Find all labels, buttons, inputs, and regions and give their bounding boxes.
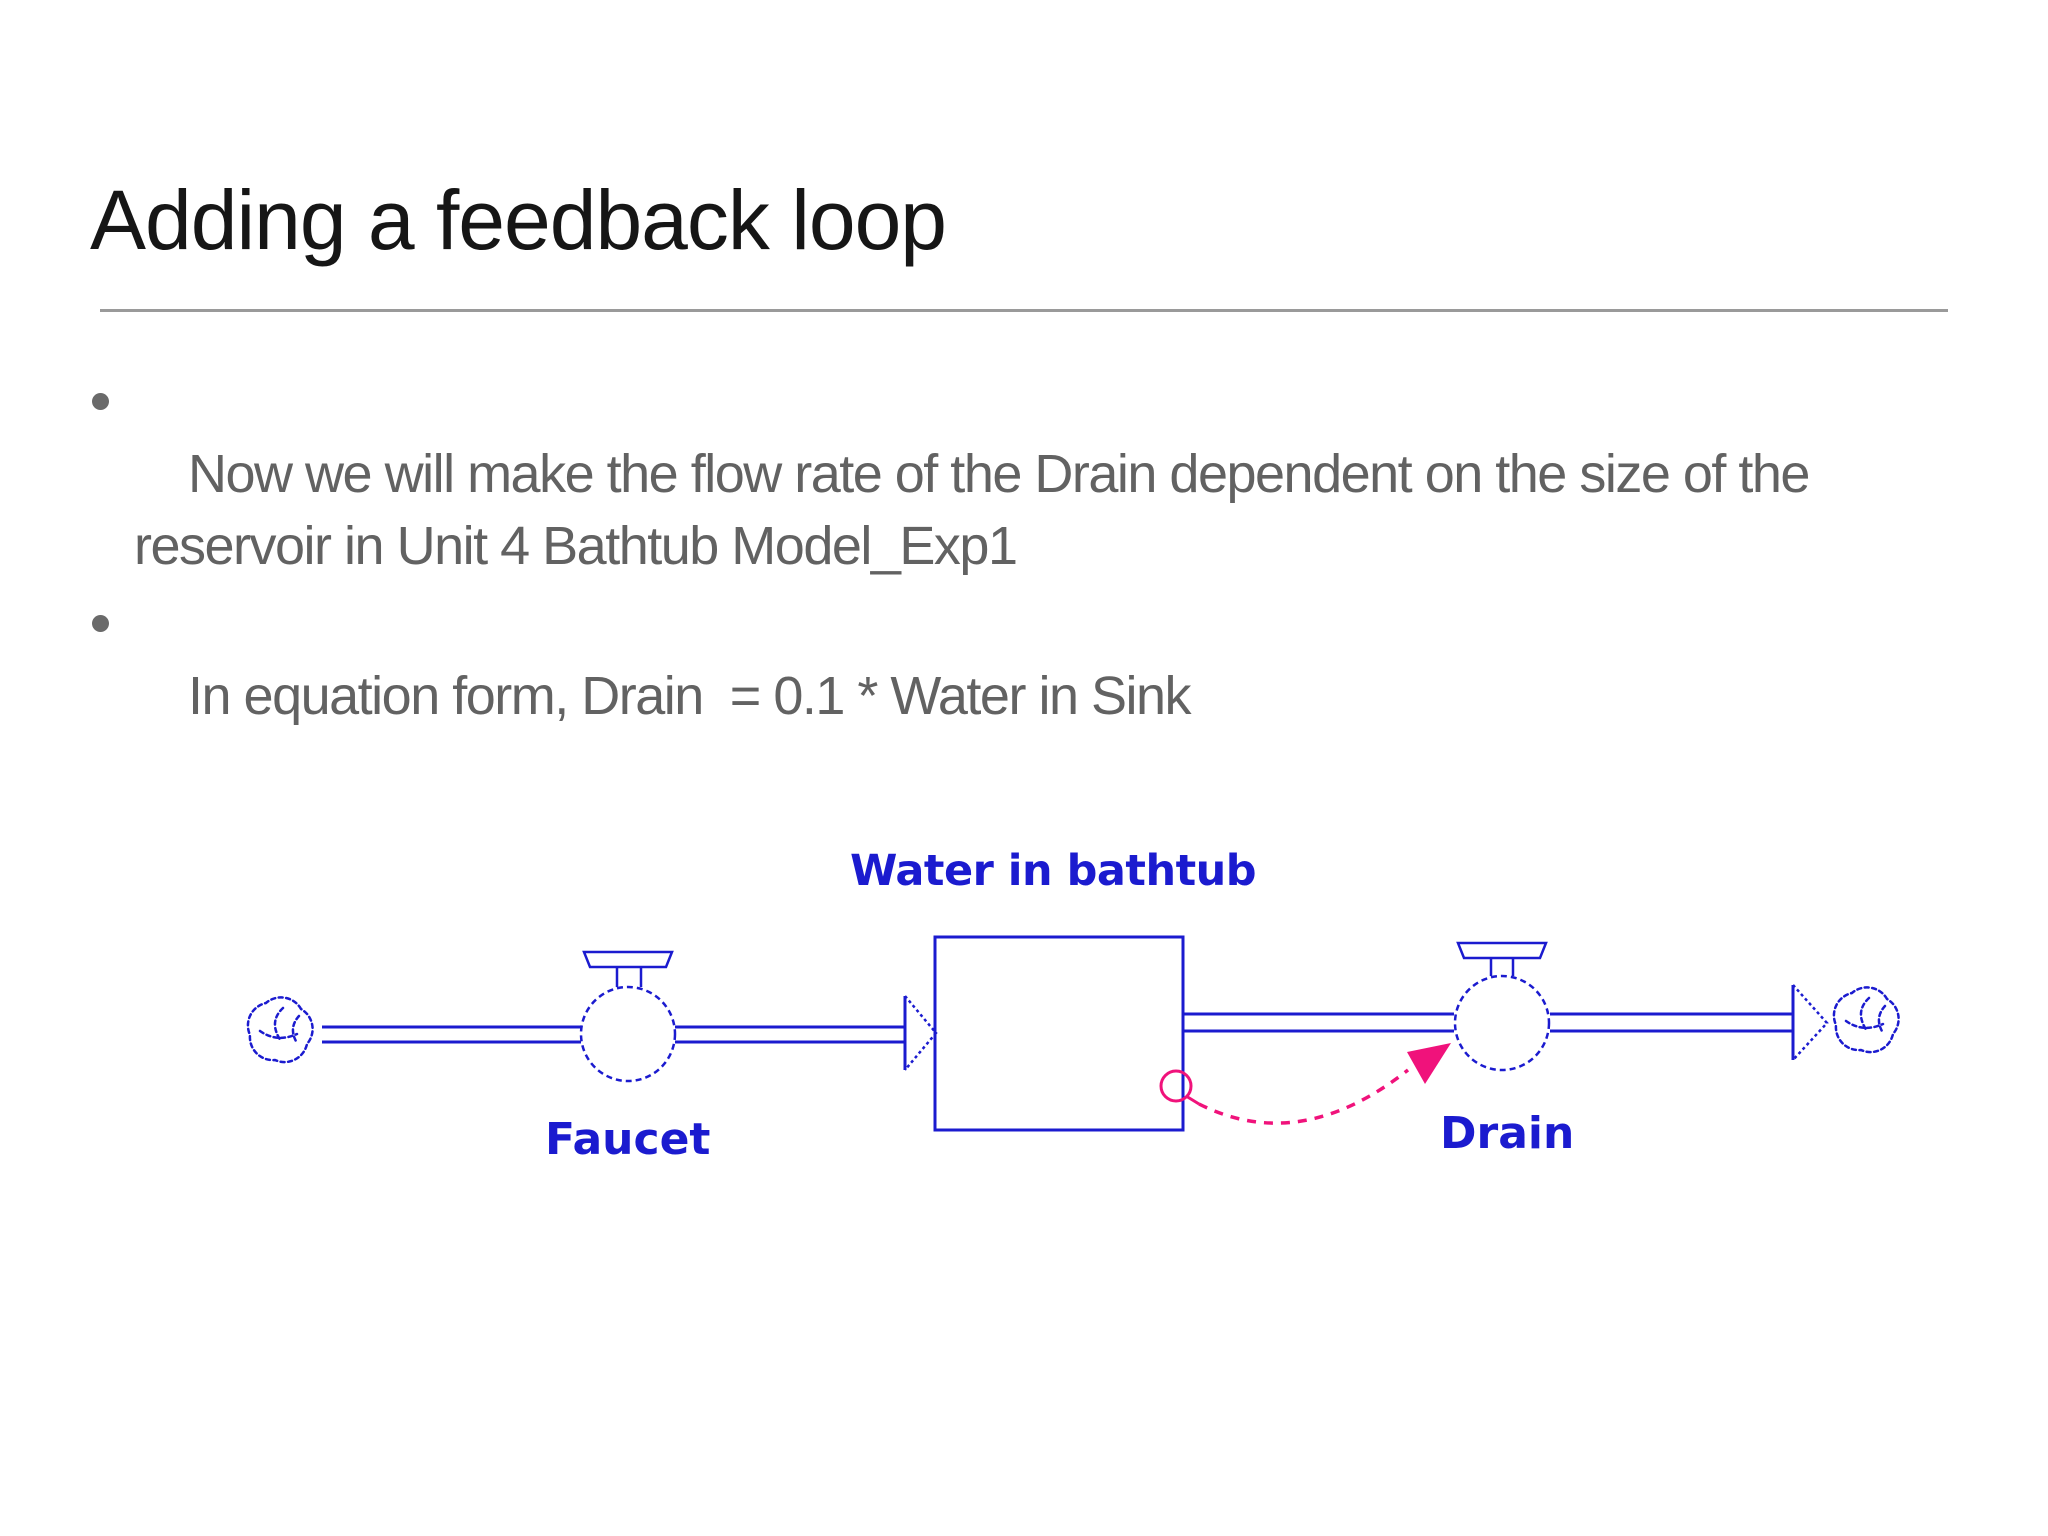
faucet-label: Faucet [545,1114,711,1165]
outflow-pipe [1550,1012,1793,1033]
source-cloud-icon [246,996,314,1064]
outflow-pipe [1183,1012,1454,1033]
flow-arrowhead-icon [1791,984,1829,1061]
bullet-dot [92,393,109,410]
title-divider [100,309,1948,312]
page-title: Adding a feedback loop [90,173,947,267]
bullet-item: In equation form, Drain = 0.1 * Water in… [88,588,1928,804]
sink-cloud-icon [1832,986,1900,1054]
inflow-pipe [675,1025,905,1044]
bullet-item: Now we will make the flow rate of the Dr… [88,366,1928,654]
feedback-arrow-icon [1159,1043,1451,1125]
stock-box [933,935,1185,1132]
drain-valve-icon [1453,941,1551,1072]
bullet-text: Now we will make the flow rate of the Dr… [134,444,1823,576]
inflow-pipe [322,1025,581,1044]
flow-arrowhead-icon [903,995,938,1071]
drain-label: Drain [1440,1108,1575,1159]
stock-label: Water in bathtub [850,846,1257,896]
bullet-text: In equation form, Drain = 0.1 * Water in… [188,666,1192,726]
bullet-dot [92,615,109,632]
faucet-valve-icon [579,950,677,1083]
